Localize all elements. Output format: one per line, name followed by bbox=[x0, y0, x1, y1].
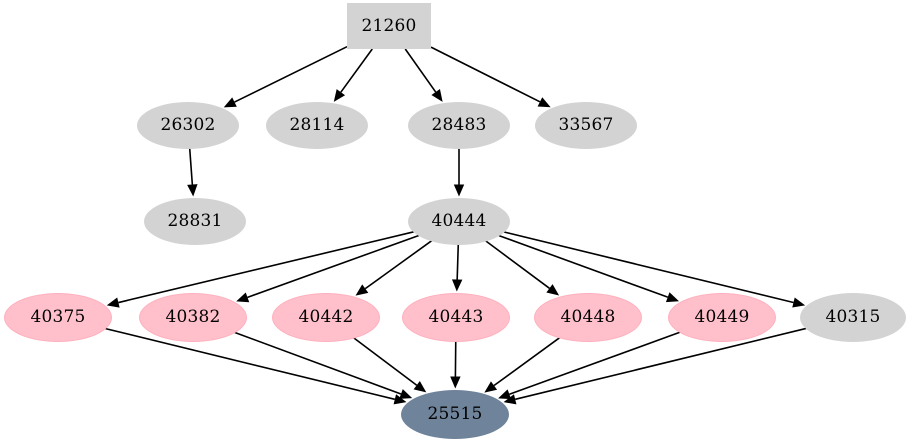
graph-edge-40444-40315 bbox=[503, 231, 806, 308]
graph-node-label: 25515 bbox=[427, 404, 483, 424]
graph-edge-arrowhead bbox=[393, 394, 407, 405]
graph-node-28831[interactable]: 28831 bbox=[144, 197, 246, 245]
graph-edge-40375-25515 bbox=[105, 327, 407, 405]
graph-edge-arrowhead bbox=[546, 284, 560, 296]
graph-edge-40442-25515 bbox=[353, 337, 427, 393]
graph-edge-40444-40442 bbox=[355, 240, 433, 296]
graph-edge-arrowhead bbox=[453, 184, 465, 197]
graph-node-label: 40444 bbox=[431, 211, 487, 231]
graph-node-33567[interactable]: 33567 bbox=[535, 101, 637, 149]
graph-node-label: 40449 bbox=[694, 307, 750, 327]
graph-node-label: 40448 bbox=[560, 307, 616, 327]
graph-edge-28483-40444 bbox=[453, 148, 465, 197]
graph-node-label: 40382 bbox=[165, 307, 221, 327]
graph-edge-arrowhead bbox=[236, 292, 250, 303]
graph-edge-arrowhead bbox=[431, 89, 443, 102]
graph-node-25515[interactable]: 25515 bbox=[401, 389, 509, 439]
graph-edge-arrowhead bbox=[106, 297, 120, 308]
graph-edge-40444-40375 bbox=[106, 231, 414, 308]
graph-edge-40449-25515 bbox=[498, 331, 681, 400]
graph-node-28483[interactable]: 28483 bbox=[408, 101, 510, 149]
graph-node-40442[interactable]: 40442 bbox=[272, 292, 380, 342]
graph-node-label: 28114 bbox=[289, 115, 345, 135]
graph-edge-arrowhead bbox=[333, 89, 346, 102]
graph-edge-arrowhead bbox=[450, 376, 461, 389]
graph-edge-arrowhead bbox=[187, 184, 198, 197]
graph-edge-40315-25515 bbox=[503, 327, 807, 405]
graph-node-label: 28483 bbox=[431, 115, 487, 135]
graph-edge-arrowhead bbox=[537, 97, 551, 108]
graph-node-40315[interactable]: 40315 bbox=[800, 292, 906, 342]
graph-node-label: 40442 bbox=[298, 307, 354, 327]
graph-edge-arrowhead bbox=[792, 297, 806, 308]
graph-node-26302[interactable]: 26302 bbox=[137, 101, 239, 149]
graph-node-40449[interactable]: 40449 bbox=[668, 292, 776, 342]
graph-edge-arrowhead bbox=[503, 394, 517, 405]
graph-edge-26302-28831 bbox=[187, 148, 198, 197]
graph-node-40382[interactable]: 40382 bbox=[139, 292, 247, 342]
graph-edge-arrowhead bbox=[399, 389, 413, 399]
graph-node-40444[interactable]: 40444 bbox=[408, 197, 510, 245]
graph-edge-arrowhead bbox=[484, 381, 498, 393]
graph-edge-40448-25515 bbox=[484, 337, 560, 393]
graph-node-40448[interactable]: 40448 bbox=[534, 292, 642, 342]
graph-node-21260[interactable]: 21260 bbox=[347, 3, 431, 49]
graph-edge-21260-33567 bbox=[430, 46, 551, 108]
graph-node-label: 21260 bbox=[361, 16, 417, 36]
graph-node-40375[interactable]: 40375 bbox=[4, 292, 112, 342]
graph-edge-40444-40382 bbox=[236, 234, 420, 303]
graph-node-28114[interactable]: 28114 bbox=[266, 101, 368, 149]
graph-node-label: 26302 bbox=[160, 115, 216, 135]
graph-edge-arrowhead bbox=[451, 279, 463, 292]
graph-edge-arrowhead bbox=[223, 97, 237, 108]
graph-edge-arrowhead bbox=[665, 292, 679, 303]
graph-edge-arrowhead bbox=[355, 284, 369, 296]
graph-edge-40444-40449 bbox=[498, 234, 679, 303]
graph-node-label: 40443 bbox=[428, 307, 484, 327]
graph-node-label: 33567 bbox=[558, 115, 614, 135]
graph-edge-21260-28483 bbox=[404, 48, 443, 102]
graph-node-label: 40315 bbox=[825, 307, 881, 327]
graph-node-label: 28831 bbox=[167, 211, 223, 231]
graph-edge-40382-25515 bbox=[234, 331, 413, 399]
graph-edge-arrowhead bbox=[413, 381, 427, 393]
graph-edge-21260-28114 bbox=[333, 48, 373, 102]
graph-edge-40444-40448 bbox=[485, 240, 560, 296]
graph-edge-40444-40443 bbox=[451, 244, 463, 292]
graph-node-label: 40375 bbox=[30, 307, 86, 327]
graph-edge-40443-25515 bbox=[450, 341, 461, 389]
graph-node-40443[interactable]: 40443 bbox=[402, 292, 510, 342]
graph-edge-arrowhead bbox=[498, 389, 512, 400]
graph-edge-21260-26302 bbox=[223, 45, 348, 108]
